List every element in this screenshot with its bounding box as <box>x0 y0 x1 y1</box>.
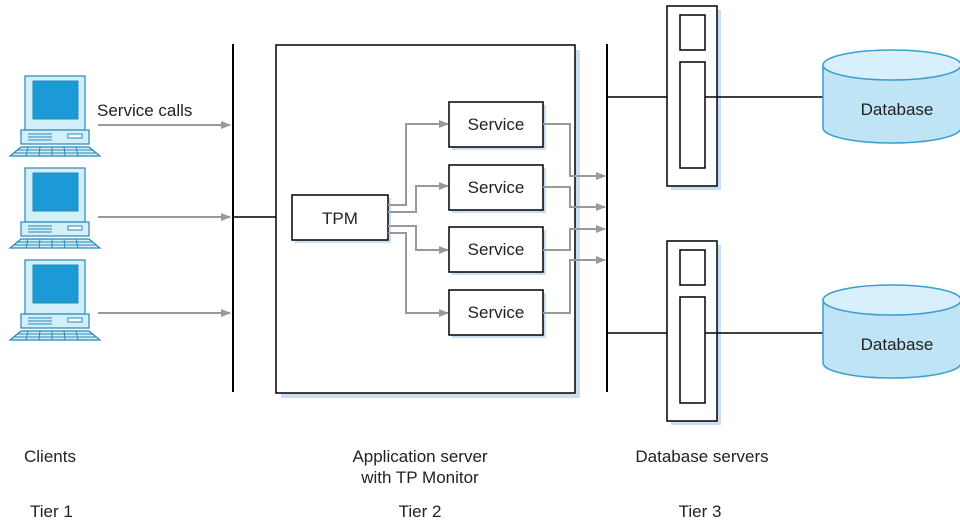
client-computer-icon <box>8 259 102 341</box>
service-to-db-arrow <box>543 186 606 211</box>
service-box <box>448 101 544 148</box>
tpm-box <box>291 194 389 241</box>
database-label: Database <box>861 100 934 119</box>
service-label: Service <box>468 240 525 259</box>
database-cylinder-icon <box>822 49 960 144</box>
service-calls-label: Service calls <box>97 101 192 120</box>
service-to-db-arrow <box>543 225 606 251</box>
service-box <box>448 226 544 273</box>
server-tower-icon <box>666 240 721 425</box>
tier2-caption: Tier 2 <box>399 502 442 521</box>
tpm-label: TPM <box>322 209 358 228</box>
database-label: Database <box>861 335 934 354</box>
service-label: Service <box>468 115 525 134</box>
database-cylinder-icon <box>822 284 960 379</box>
service-to-db-arrow <box>543 123 606 180</box>
client-computer-icon <box>8 75 102 157</box>
clients-caption: Clients <box>24 447 76 466</box>
service-label: Service <box>468 303 525 322</box>
db-servers-caption: Database servers <box>635 447 768 466</box>
app-server-caption-line2: with TP Monitor <box>360 468 479 487</box>
server-tower-icon <box>666 5 721 190</box>
service-label: Service <box>468 178 525 197</box>
service-to-db-arrow <box>543 256 606 314</box>
tier3-caption: Tier 3 <box>679 502 722 521</box>
tpm-to-service-arrow <box>388 225 449 254</box>
client-computer-icon <box>8 167 102 249</box>
app-server-caption-line1: Application server <box>352 447 487 466</box>
service-box <box>448 164 544 211</box>
tpm-to-service-arrow <box>388 182 449 213</box>
tpm-to-service-arrow <box>388 232 449 317</box>
service-box <box>448 289 544 336</box>
tier1-caption: Tier 1 <box>30 502 73 521</box>
tpm-to-service-arrow <box>388 120 449 206</box>
